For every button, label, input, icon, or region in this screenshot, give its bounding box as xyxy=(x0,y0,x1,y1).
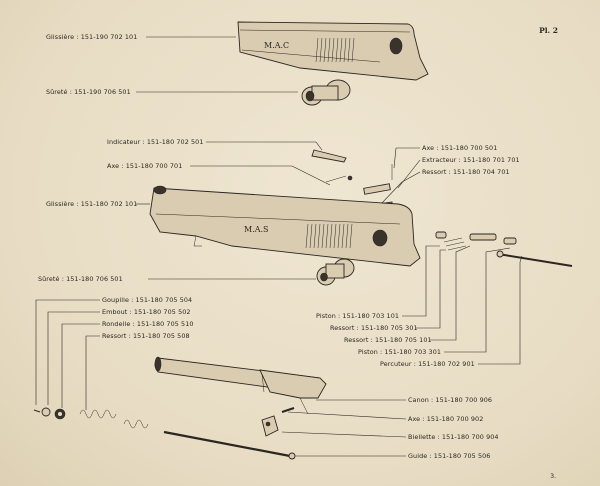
page-number: 3. xyxy=(550,473,556,480)
label-glissiere-2: Glissière : 151-180 702 101 xyxy=(46,200,138,208)
label-axe-1: Axe : 151-180 700 701 xyxy=(107,162,183,170)
leader-lines xyxy=(35,36,523,457)
safety-2-drawing xyxy=(316,258,355,286)
label-ressort-3: Ressort : 151-180 705 301 xyxy=(330,324,418,332)
label-surete-1: Sûreté : 151-190 706 501 xyxy=(46,88,131,96)
label-percuteur: Percuteur : 151-180 702 901 xyxy=(380,360,475,368)
label-canon: Canon : 151-180 700 906 xyxy=(408,396,493,404)
barrel-drawing xyxy=(154,356,327,415)
safety-1-drawing xyxy=(301,79,351,106)
barrel-link-drawing xyxy=(261,407,295,437)
indicator-drawing xyxy=(311,149,353,183)
label-axe-2: Axe : 151-180 700 501 xyxy=(422,144,498,152)
firing-pin-group-drawing xyxy=(435,231,573,267)
label-extracteur: Extracteur : 151-180 701 701 xyxy=(422,156,520,164)
recoil-spring-group-drawing xyxy=(33,407,296,460)
slide-2-engraving: M.A.S xyxy=(244,225,269,234)
label-biellette: Biellette : 151-180 700 904 xyxy=(408,433,499,441)
label-ressort-2: Ressort : 151-180 704 701 xyxy=(422,168,510,176)
plate-number: Pl. 2 xyxy=(539,26,558,35)
slide-2-drawing: M.A.S xyxy=(149,185,421,267)
label-ressort-1: Ressort : 151-180 705 508 xyxy=(102,332,190,340)
label-guide: Guide : 151-180 705 506 xyxy=(408,452,491,460)
label-piston-2: Piston : 151-180 703 301 xyxy=(358,348,442,356)
label-indicateur: Indicateur : 151-180 702 501 xyxy=(107,138,204,146)
slide-1-drawing: M.A.C xyxy=(237,21,429,81)
label-goupille: Goupille : 151-180 705 504 xyxy=(102,296,193,304)
label-ressort-4: Ressort : 151-180 705 101 xyxy=(344,336,432,344)
slide-1-engraving: M.A.C xyxy=(264,41,289,50)
label-surete-2: Sûreté : 151-180 706 501 xyxy=(38,275,123,283)
label-piston-1: Piston : 151-180 703 101 xyxy=(316,312,400,320)
label-glissiere-1: Glissière : 151-190 702 101 xyxy=(46,33,138,41)
label-embout: Embout : 151-180 705 502 xyxy=(102,308,191,316)
label-rondelle: Rondelle : 151-180 705 510 xyxy=(102,320,194,328)
label-axe-3: Axe : 151-180 700 902 xyxy=(408,415,484,423)
